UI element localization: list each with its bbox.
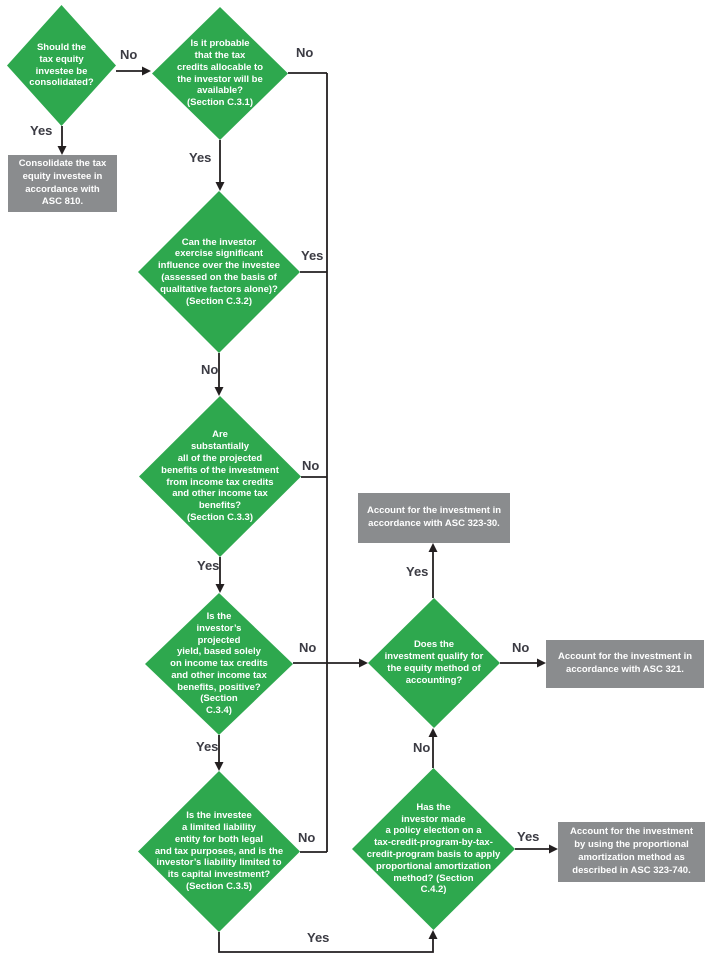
edge-label-significant-influence-yes: Yes [301, 248, 324, 263]
decision-projected-benefits: Are substantially all of the projected b… [139, 396, 301, 557]
outcome-asc-323-740: Account for the investment by using the … [558, 822, 705, 882]
decision-limited-liability: Is the investee a limited liability enti… [138, 771, 300, 932]
edge-policy-election-yes [515, 844, 558, 854]
edge-projected-yield-yes [214, 735, 224, 771]
outcome-asc-810: Consolidate the tax equity investee in a… [8, 155, 117, 212]
edge-consolidate-yes [57, 126, 67, 155]
decision-consolidate-text: Should the tax equity investee be consol… [29, 41, 94, 89]
outcome-asc-810-text: Consolidate the tax equity investee in a… [18, 157, 107, 208]
edge-label-equity-method-yes: Yes [406, 564, 429, 579]
edge-equity-method-no [500, 658, 546, 668]
outcome-asc-323-30-text: Account for the investment in accordance… [366, 505, 502, 529]
edge-limited-liability-yes [218, 930, 438, 953]
edge-projected-yield-no [293, 658, 368, 668]
edge-label-projected-benefits-yes: Yes [197, 558, 220, 573]
edge-credits-probable-yes [215, 140, 225, 191]
edge-significant-influence-no [214, 353, 224, 396]
decision-credits-probable-text: Is it probable that the tax credits allo… [176, 38, 264, 109]
edge-label-projected-yield-yes: Yes [196, 739, 219, 754]
decision-projected-benefits-text: Are substantially all of the projected b… [161, 429, 279, 523]
decision-projected-yield: Is the investor’s projected yield, based… [145, 593, 293, 735]
decision-equity-method-text: Does the investment qualify for the equi… [384, 639, 484, 686]
outcome-asc-323-740-text: Account for the investment by using the … [570, 826, 693, 876]
outcome-asc-323-30: Account for the investment in accordance… [358, 493, 510, 543]
edge-policy-election-no [428, 728, 438, 768]
edge-collector-line [288, 72, 328, 853]
edge-label-limited-liability-yes: Yes [307, 930, 330, 945]
edge-label-consolidate-yes: Yes [30, 123, 53, 138]
edge-label-policy-election-yes: Yes [517, 829, 540, 844]
edge-label-equity-method-no: No [512, 640, 530, 655]
decision-significant-influence: Can the investor exercise significant in… [138, 191, 300, 353]
decision-projected-yield-text: Is the investor’s projected yield, based… [170, 611, 268, 717]
decision-policy-election-text: Has the investor made a policy election … [366, 801, 501, 896]
edge-label-credits-probable-yes: Yes [189, 150, 212, 165]
outcome-asc-321: Account for the investment in accordance… [546, 640, 704, 688]
decision-credits-probable: Is it probable that the tax credits allo… [152, 7, 288, 140]
edge-label-consolidate-no: No [120, 47, 138, 62]
decision-limited-liability-text: Is the investee a limited liability enti… [154, 810, 284, 892]
decision-significant-influence-text: Can the investor exercise significant in… [158, 236, 280, 307]
edge-label-limited-liability-no: No [298, 830, 316, 845]
edge-label-significant-influence-no: No [201, 362, 219, 377]
edge-label-credits-probable-no: No [296, 45, 314, 60]
decision-equity-method: Does the investment qualify for the equi… [368, 598, 500, 728]
decision-consolidate: Should the tax equity investee be consol… [7, 5, 116, 126]
edge-label-policy-election-no: No [413, 740, 431, 755]
edge-label-projected-benefits-no: No [302, 458, 320, 473]
outcome-asc-321-text: Account for the investment in accordance… [557, 651, 693, 675]
edge-projected-benefits-yes [215, 557, 225, 593]
decision-policy-election: Has the investor made a policy election … [352, 768, 515, 930]
edge-equity-method-yes [428, 543, 438, 598]
edge-label-projected-yield-no: No [299, 640, 317, 655]
edge-consolidate-no [116, 66, 151, 76]
